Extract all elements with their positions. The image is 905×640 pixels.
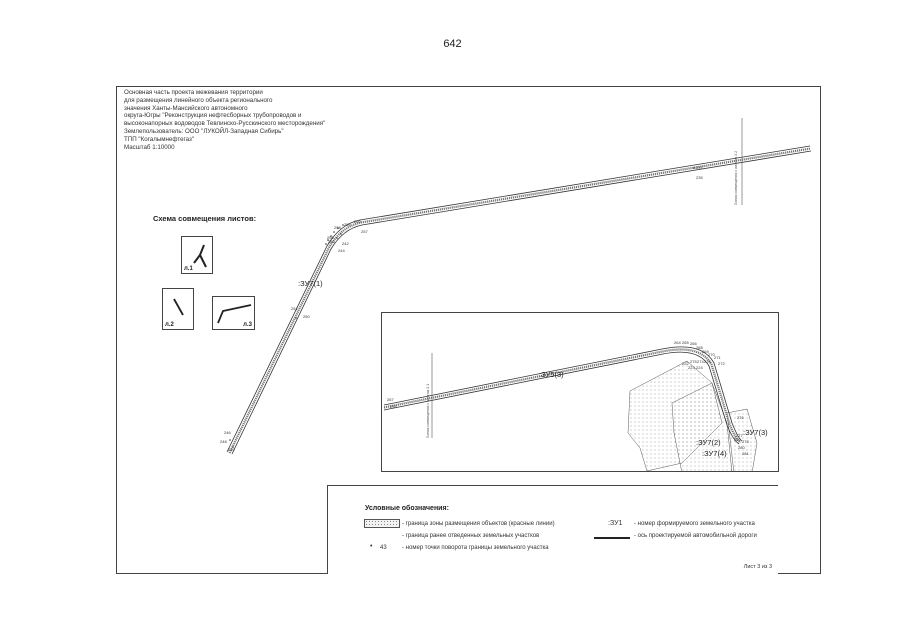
point-label: 242 [342,241,349,246]
parcel-label: :ЗУ7(4) [702,449,727,458]
sheet-thumb-label: л.2 [165,322,174,328]
point-label: 265 [682,340,689,345]
sheet-thumb-icon [173,298,184,316]
title-line: для размещения линейного объекта региона… [124,96,273,104]
point-label: 268 [696,345,703,350]
sheet-thumb-label: л.3 [243,322,252,328]
parcel-label: :ЗУ7(1) [298,279,323,288]
point-label: 235 [696,175,703,180]
point-label: 237 [696,165,703,170]
point-label: 269 [702,349,709,354]
point-label: 277 [736,433,743,438]
point-label: 267 [387,397,394,402]
title-line: высоконапорных водоводов Тевлинско-Русск… [124,120,326,128]
legend-item: - номер точки поворота границы земельног… [402,545,549,551]
point-label: 256 [327,235,334,240]
sheet-info: Лист 3 из 3 [743,564,772,570]
title-line: Основная часть проекта межевания террито… [124,89,263,96]
point-label: 251 [291,306,298,311]
title-line: ТПП "Когалымнефтегаз" [124,135,195,143]
inset-corridor-b [383,351,740,445]
curve-points [229,167,695,448]
point-label: 272 [718,361,725,366]
point-sample-icon: • [370,543,373,550]
title-block: Основная часть проекта межевания террито… [124,89,325,151]
point-label: 244 [338,248,345,253]
road-axis-swatch [594,537,630,539]
point-label: 275 [690,359,697,364]
legend: Условные обозначения: - граница зоны раз… [327,485,778,574]
inset-corridor-hatch [383,348,742,444]
sheet-thumb-icon [217,304,252,324]
corridor-hatch [228,147,811,454]
title-line: значения Ханты-Мансийского автономного [124,104,248,112]
point-label: 248 [220,439,227,444]
point-label: 274 [697,359,704,364]
point-label: 264 [674,340,681,345]
inset-sheet-junction-label: Линия совмещения с листом 3.1 [426,384,430,438]
point-label: 223 [688,365,695,370]
legend-parcel-sample: :ЗУ1 [608,520,623,527]
parcel-label: :ЗУ7(3) [743,428,768,437]
point-label: 273 [704,359,711,364]
corridor-edge-b [231,150,812,455]
legend-item: - граница зоны размещения объектов (крас… [402,521,555,527]
point-label: 282 [734,437,741,442]
sheet-thumb-icon [193,244,207,268]
point-label: 235 [390,404,397,409]
point-label: 249 [228,447,235,452]
parcel-label: :ЗУ7(2) [696,438,721,447]
inset-corridor-a [383,346,743,442]
point-label: 281 [742,451,749,456]
legend-point-sample: 43 [380,545,387,551]
point-label: 250 [303,314,310,319]
point-label: 260 [354,219,361,224]
sheet-thumb-3[interactable]: л.3 [212,296,255,330]
legend-title: Условные обозначения: [365,505,449,512]
sheet-thumb-label: л.1 [184,266,193,272]
inset-drawing: Линия совмещения с листом 3.1 267 235 26… [383,340,768,471]
allotted-parcel-c [726,408,758,471]
scale-line: Масштаб 1:10000 [124,143,175,151]
allotted-parcel-b [671,382,733,471]
point-label: 266 [690,341,697,346]
sheet-junction-label: Линия совмещения с листом 3.2 [734,151,738,205]
legend-item: - ось проектируемой автомобильной дороги [634,533,757,539]
title-line: Землепользователь: ООО "ЛУКОЙЛ-Западная … [124,127,284,135]
point-label: 259 [344,222,351,227]
zone-boundary-swatch [364,519,400,528]
point-label: 278 [742,439,749,444]
point-label: 270 [708,352,715,357]
point-label: 246 [224,430,231,435]
sheet-thumb-1[interactable]: л.1 [181,236,213,274]
legend-item: - граница ранее отведенных земельных уча… [402,533,540,539]
point-label: 258 [334,225,341,230]
point-label: 280 [738,445,745,450]
point-label: 266 [328,239,335,244]
point-label: 257 [361,229,368,234]
sheet-thumb-2[interactable]: л.2 [162,288,194,330]
corridor-edge-a [226,145,811,453]
point-label: 271 [714,355,721,360]
parcel-label: :ЗУ5(3) [539,370,564,379]
schema-title: Схема совмещения листов: [153,214,257,223]
point-label: 276 [737,415,744,420]
title-line: округа-Югры "Реконструкция нефтесборных … [124,112,302,120]
point-label: 224 [696,365,703,370]
legend-item: - номер формируемого земельного участка [634,521,755,527]
page-number: 642 [443,38,462,50]
point-label: 222 [682,361,689,366]
inset-detail-map: Линия совмещения с листом 3.1 267 235 26… [381,312,779,472]
